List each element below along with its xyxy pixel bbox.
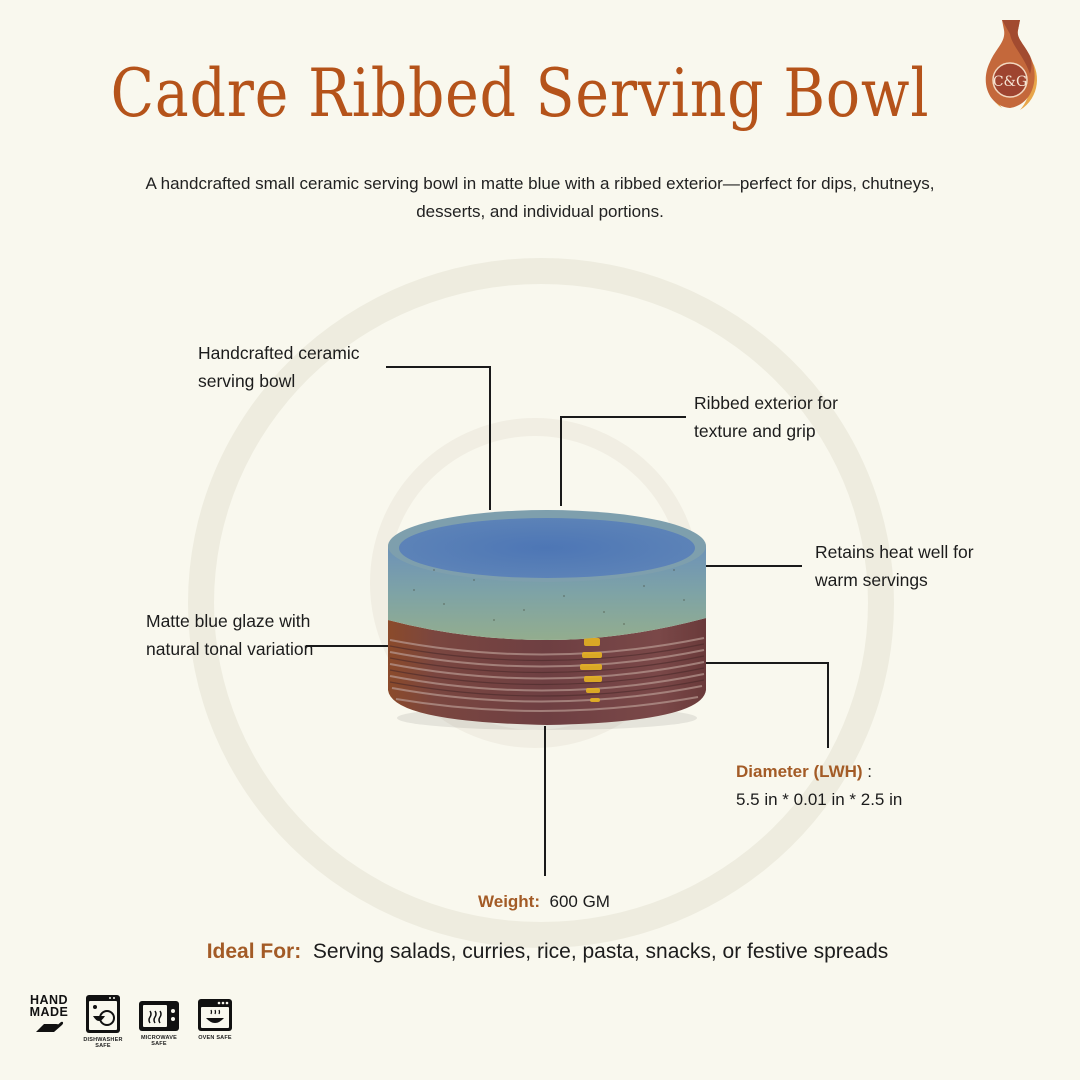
oven-icon	[198, 999, 232, 1031]
diameter-label: Diameter (LWH)	[736, 762, 863, 781]
weight-value: 600 GM	[549, 892, 610, 911]
leader-line	[827, 662, 829, 748]
dishwasher-icon	[86, 995, 120, 1033]
product-description: A handcrafted small ceramic serving bowl…	[145, 174, 935, 221]
product-title: Cadre Ribbed Serving Bowl	[110, 55, 930, 132]
brand-logo-icon: C&G	[985, 20, 1038, 110]
badge-dishwasher: DISHWASHER SAFE	[80, 994, 126, 1049]
badge-handmade: HAND MADE	[28, 994, 70, 1034]
ideal-for: Ideal For: Serving salads, curries, rice…	[0, 940, 1080, 964]
leader-line	[544, 726, 546, 876]
svg-text:C&G: C&G	[993, 74, 1027, 90]
oven-label: OVEN SAFE	[198, 1035, 232, 1041]
callout-ribbed: Ribbed exterior for texture and grip	[694, 393, 838, 441]
callout-heat: Retains heat well for warm servings	[815, 542, 974, 590]
leader-line	[706, 662, 829, 664]
diameter-separator: :	[862, 762, 873, 781]
leader-line	[560, 416, 562, 506]
badge-microwave: MICROWAVE SAFE	[136, 994, 182, 1047]
weight-separator: :	[534, 892, 541, 911]
leader-line	[489, 366, 491, 510]
ideal-for-value: Serving salads, curries, rice, pasta, sn…	[312, 940, 889, 963]
microwave-icon	[139, 1001, 179, 1031]
weight-label: Weight	[478, 892, 535, 911]
leader-line	[560, 416, 686, 418]
microwave-label: MICROWAVE SAFE	[141, 1035, 177, 1047]
callout-handcrafted: Handcrafted ceramic serving bowl	[198, 343, 360, 391]
leader-line	[306, 645, 388, 647]
badge-oven: OVEN SAFE	[192, 994, 238, 1041]
diameter-spec: Diameter (LWH) :	[736, 758, 872, 786]
leader-line	[706, 565, 802, 567]
diameter-value: 5.5 in * 0.01 in * 2.5 in	[736, 790, 903, 809]
ideal-for-label: Ideal For	[206, 940, 295, 963]
leader-line	[386, 366, 491, 368]
hand-icon	[36, 1021, 64, 1032]
handmade-icon: HAND MADE	[29, 993, 69, 1019]
care-badges: HAND MADE DISHWASHER SAFE M	[28, 994, 238, 1056]
callout-glaze: Matte blue glaze with natural tonal vari…	[146, 611, 314, 659]
weight-spec: Weight: 600 GM	[478, 888, 610, 916]
dishwasher-label: DISHWASHER SAFE	[83, 1037, 123, 1049]
ideal-for-separator: :	[294, 940, 302, 963]
bowl-image	[388, 510, 706, 730]
